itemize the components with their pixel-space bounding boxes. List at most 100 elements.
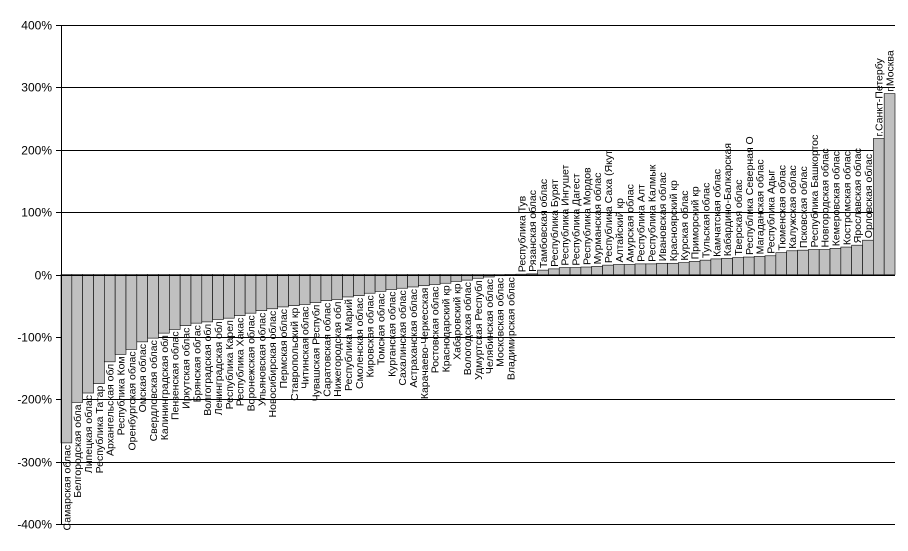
category-label: Курганская облас xyxy=(386,291,398,376)
bar xyxy=(775,252,787,275)
category-label: Самарская облас xyxy=(61,445,73,531)
category-label: Республика Тув xyxy=(516,195,528,272)
category-label: Чувашская Республ xyxy=(311,305,323,402)
category-label: Приморский кр xyxy=(690,186,702,259)
bar xyxy=(255,274,268,311)
y-axis-ticks: 400%300%200%100%0%-100%-200%-300%-400% xyxy=(17,19,61,532)
bar xyxy=(169,274,181,330)
bar xyxy=(840,246,852,275)
y-tick-label: 400% xyxy=(21,19,52,33)
category-label: Тамбовская облас xyxy=(538,179,550,268)
category-label: Алтайский кр xyxy=(614,198,626,263)
bar xyxy=(212,274,224,320)
y-tick-label: 0% xyxy=(35,269,53,283)
category-label: Калужская облас xyxy=(787,165,799,249)
category-label: Ростовская облас xyxy=(430,286,442,373)
bar xyxy=(580,266,593,275)
bar xyxy=(829,248,842,275)
category-label: Архангельская обл xyxy=(105,364,117,456)
category-label: Костромская облас xyxy=(841,151,853,245)
category-label: Ленинградская обл xyxy=(213,321,225,415)
category-label: Владимирская облас xyxy=(505,277,517,380)
bar xyxy=(244,274,257,314)
bar xyxy=(385,274,398,290)
bar xyxy=(613,264,625,275)
category-label: Рязанская облас xyxy=(527,190,539,272)
y-tick-label: 200% xyxy=(21,144,52,158)
bar xyxy=(764,255,777,275)
bar xyxy=(114,274,127,355)
bar xyxy=(862,239,874,275)
category-label: Республика Ингушет xyxy=(560,164,572,265)
category-label: Смоленская облас xyxy=(354,298,366,389)
category-label: Республика Марий xyxy=(343,299,355,391)
bar xyxy=(363,274,376,294)
bar xyxy=(569,267,582,275)
category-label: Вологодская облас xyxy=(462,282,474,375)
bar xyxy=(418,274,430,287)
bar xyxy=(342,274,354,298)
y-tick-label: 300% xyxy=(21,81,52,95)
category-label: г.Санкт-Петербу xyxy=(874,58,886,137)
category-label: Республика Бурят xyxy=(549,179,561,267)
bar xyxy=(688,261,701,275)
category-label: Тюменская облас xyxy=(776,165,788,251)
category-label: Астраханская облас xyxy=(408,289,420,388)
bar xyxy=(645,263,658,275)
bar xyxy=(591,266,603,275)
bar xyxy=(634,263,647,275)
category-label: Орловская облас xyxy=(863,154,875,238)
category-label: Удмуртская Республ xyxy=(473,280,485,380)
category-label: Новгородская облас xyxy=(820,148,832,247)
y-tick-label: -400% xyxy=(17,518,52,532)
bar xyxy=(808,249,820,275)
bar xyxy=(623,264,636,275)
category-label: Кабардино-Балкарская xyxy=(722,143,734,256)
bar xyxy=(201,274,213,323)
bar xyxy=(190,274,203,324)
category-label: Тверская облас xyxy=(733,179,745,255)
category-label: Республика Северная О xyxy=(744,136,756,255)
category-label: Республика Хакас xyxy=(235,318,247,407)
bar xyxy=(797,249,809,275)
category-label: Пермская облас xyxy=(278,309,290,389)
category-label: Томская облас xyxy=(376,293,388,365)
category-label: Волгоградская обл xyxy=(202,324,214,416)
bar xyxy=(818,249,831,275)
category-label: Воронежская облас xyxy=(246,315,258,411)
bar xyxy=(602,264,614,275)
category-label: Кемеровская облас xyxy=(830,151,842,246)
bar xyxy=(753,256,766,275)
bar xyxy=(732,257,744,275)
category-label: Пензенская облас xyxy=(170,331,182,420)
category-label: Оренбургская облас xyxy=(126,351,138,450)
category-label: Красноярский кр xyxy=(668,180,680,261)
bar xyxy=(158,274,170,334)
category-label: Амурская облас xyxy=(625,184,637,262)
category-label: Мурманская облас xyxy=(592,173,604,265)
bar xyxy=(667,262,679,275)
category-label: Краснодарский кр xyxy=(441,285,453,372)
category-label: Тульская облас xyxy=(700,183,712,259)
category-label: Республика Ком xyxy=(116,356,128,435)
bar xyxy=(60,274,73,444)
category-label: Республика Саха (Якут xyxy=(603,150,615,263)
category-label: Липецкая облас xyxy=(83,395,95,473)
category-label: Ярославская облас xyxy=(852,148,864,243)
category-label: Калининградская обл xyxy=(159,335,171,440)
bar xyxy=(699,259,712,275)
category-label: Нижегородская обл xyxy=(332,301,344,396)
category-label: Республика Калмык xyxy=(646,164,658,262)
y-tick-label: 100% xyxy=(21,206,52,220)
category-label: Ивановская облас xyxy=(657,172,669,261)
category-label: г.Москва xyxy=(885,50,897,91)
bar xyxy=(374,274,387,292)
bar xyxy=(710,258,723,275)
category-label: Ульяновская облас xyxy=(256,313,268,406)
category-label: Республика Карел xyxy=(224,320,236,409)
category-label: Магаданская облас xyxy=(755,159,767,254)
bar xyxy=(407,274,419,288)
y-tick-label: -100% xyxy=(17,331,52,345)
